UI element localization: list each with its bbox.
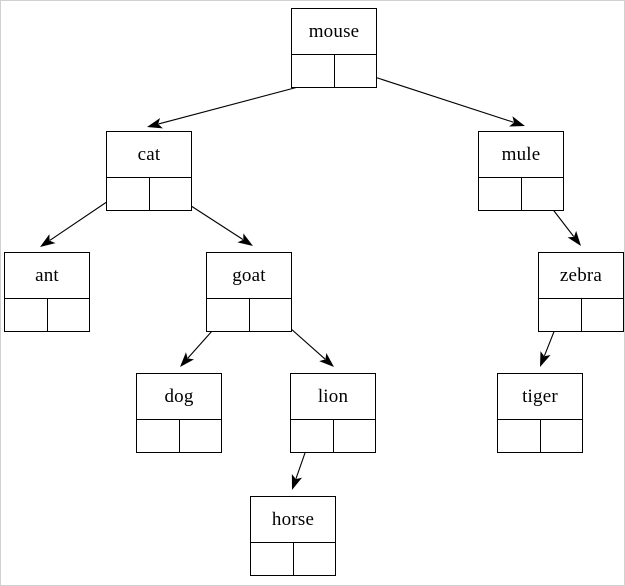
- node-pointer-cells-ant: [5, 298, 89, 331]
- node-left-pointer-lion: [291, 420, 334, 452]
- tree-node-horse[interactable]: horse: [250, 496, 336, 576]
- edge-arrowhead-zebra-tiger: [540, 351, 551, 367]
- edge-line-mouse-mule: [352, 69, 514, 123]
- node-label-cat: cat: [137, 144, 161, 165]
- node-left-pointer-mouse: [292, 55, 335, 87]
- node-left-pointer-mule: [479, 178, 522, 210]
- node-right-pointer-goat: [249, 299, 291, 331]
- node-right-pointer-mule: [521, 178, 563, 210]
- node-left-pointer-tiger: [498, 420, 541, 452]
- tree-node-mule[interactable]: mule: [478, 131, 564, 211]
- node-right-pointer-ant: [47, 299, 89, 331]
- edge-arrowhead-mouse-cat: [147, 117, 163, 129]
- edge-arrowhead-lion-horse: [291, 474, 303, 490]
- node-right-pointer-zebra: [581, 299, 623, 331]
- node-right-pointer-dog: [179, 420, 221, 452]
- tree-node-ant[interactable]: ant: [4, 252, 90, 332]
- edge-arrowhead-mouse-mule: [509, 116, 525, 127]
- node-label-goat: goat: [232, 265, 266, 286]
- node-pointer-cells-horse: [251, 542, 335, 575]
- node-left-pointer-zebra: [539, 299, 582, 331]
- node-pointer-cells-cat: [107, 177, 191, 210]
- node-left-pointer-goat: [207, 299, 250, 331]
- node-right-pointer-horse: [293, 543, 335, 575]
- node-label-mouse: mouse: [308, 21, 360, 42]
- edge-arrowhead-cat-ant: [40, 234, 56, 247]
- edge-arrowhead-mule-zebra: [567, 230, 581, 246]
- tree-node-cat[interactable]: cat: [106, 131, 192, 211]
- node-pointer-cells-zebra: [539, 298, 623, 331]
- tree-node-tiger[interactable]: tiger: [497, 373, 583, 453]
- node-pointer-cells-tiger: [498, 419, 582, 452]
- node-label-lion: lion: [317, 386, 349, 407]
- node-pointer-cells-goat: [207, 298, 291, 331]
- node-label-horse: horse: [271, 509, 315, 530]
- node-right-pointer-tiger: [540, 420, 582, 452]
- node-label-mule: mule: [501, 144, 541, 165]
- node-label-tiger: tiger: [522, 386, 558, 407]
- tree-node-mouse[interactable]: mouse: [291, 8, 377, 88]
- node-label-dog: dog: [164, 386, 194, 407]
- node-pointer-cells-mouse: [292, 54, 376, 87]
- edge-arrowhead-goat-dog: [180, 352, 195, 367]
- node-pointer-cells-lion: [291, 419, 375, 452]
- node-left-pointer-cat: [107, 178, 150, 210]
- node-right-pointer-lion: [333, 420, 375, 452]
- tree-node-lion[interactable]: lion: [290, 373, 376, 453]
- node-right-pointer-cat: [149, 178, 191, 210]
- node-left-pointer-dog: [137, 420, 180, 452]
- tree-node-zebra[interactable]: zebra: [538, 252, 624, 332]
- node-left-pointer-ant: [5, 299, 48, 331]
- tree-node-dog[interactable]: dog: [136, 373, 222, 453]
- node-label-ant: ant: [35, 265, 59, 286]
- edge-arrowhead-goat-lion: [319, 353, 334, 367]
- node-left-pointer-horse: [251, 543, 294, 575]
- node-pointer-cells-mule: [479, 177, 563, 210]
- node-label-zebra: zebra: [559, 265, 603, 286]
- node-right-pointer-mouse: [334, 55, 376, 87]
- tree-edge-mouse-to-mule: [352, 69, 525, 127]
- tree-node-goat[interactable]: goat: [206, 252, 292, 332]
- edge-arrowhead-cat-goat: [237, 233, 253, 246]
- node-pointer-cells-dog: [137, 419, 221, 452]
